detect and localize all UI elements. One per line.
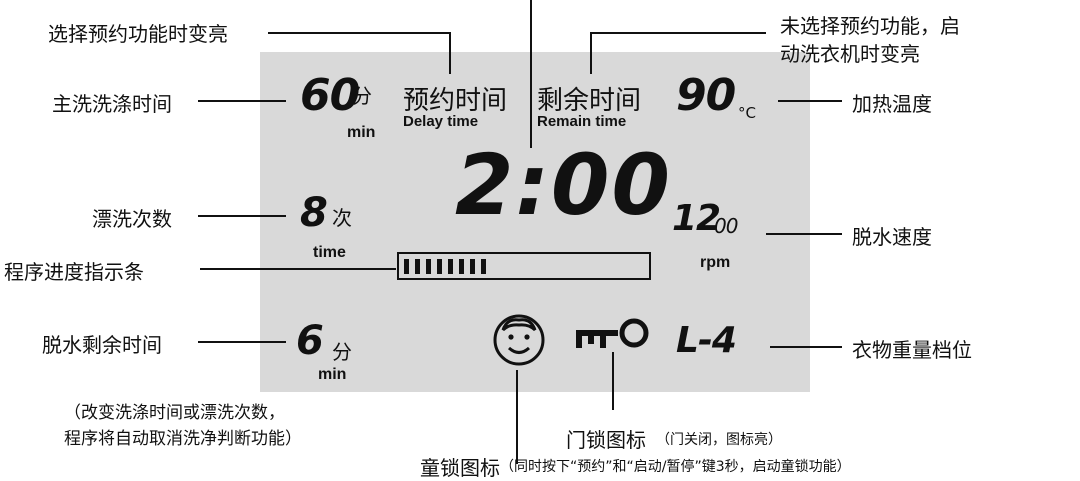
remain-time-label-cn: 剩余时间 [537, 86, 642, 116]
temperature-unit: °C [738, 104, 756, 122]
load-level-callout-line [770, 346, 842, 348]
spin-remain-callout: 脱水剩余时间 [42, 333, 162, 357]
door-lock-callout-note: （门关闭，图标亮） [656, 432, 782, 448]
remain-callout-line-v [590, 32, 592, 74]
clock-callout-line [530, 0, 532, 148]
wash-time-callout-line [198, 100, 286, 102]
delay-time-label-en: Delay time [403, 113, 479, 130]
progress-segment [404, 259, 409, 274]
remain-time-label-en: Remain time [537, 113, 627, 130]
spin-speed-value: 12 [672, 198, 721, 239]
door-lock-callout-line [612, 352, 614, 410]
progress-segment [448, 259, 453, 274]
remain-callout-line-h [590, 32, 766, 34]
child-lock-callout-title: 童锁图标 [420, 456, 500, 480]
rinse-count-unit-cn: 次 [332, 206, 352, 230]
spin-speed-small-digits: 00 [714, 214, 738, 238]
child-lock-callout-line [516, 370, 518, 464]
progress-segment [437, 259, 442, 274]
temperature-callout-line [778, 100, 842, 102]
wash-time-unit-en: min [347, 124, 376, 141]
wash-time-unit-cn: 分 [352, 84, 372, 108]
rinse-callout-line [198, 215, 286, 217]
progress-segment [415, 259, 420, 274]
progress-segment [470, 259, 475, 274]
child-lock-callout-note: （同时按下“预约”和“启动/暂停”键3秒，启动童锁功能） [500, 459, 851, 475]
rinse-count-callout: 漂洗次数 [92, 207, 172, 231]
spin-remain-unit-cn: 分 [332, 340, 352, 364]
load-level-callout: 衣物重量档位 [852, 338, 972, 362]
spin-remain-callout-line [198, 341, 286, 343]
main-clock-display: 2:00 [455, 136, 672, 234]
delay-light-callout: 选择预约功能时变亮 [48, 22, 228, 46]
spin-speed-unit: rpm [700, 254, 731, 271]
lcd-panel [260, 52, 810, 392]
door-lock-callout-title: 门锁图标 [566, 428, 646, 452]
delay-callout-line-v [449, 32, 451, 74]
remain-light-callout-line2: 动洗衣机时变亮 [780, 42, 920, 66]
progress-callout-line [200, 268, 396, 270]
main-wash-time-callout: 主洗洗涤时间 [52, 92, 172, 116]
program-progress-bar [397, 252, 651, 280]
door-lock-key-icon [576, 318, 649, 348]
note-line-2: 程序将自动取消洗净判断功能） [64, 429, 302, 449]
rinse-count-unit-en: time [313, 244, 346, 261]
progress-segment [426, 259, 431, 274]
heating-temp-callout: 加热温度 [852, 92, 932, 116]
wash-time-value: 60 [300, 70, 360, 121]
spin-remain-value: 6 [296, 318, 324, 364]
note-line-1: （改变洗涤时间或漂洗次数， [64, 403, 285, 423]
delay-time-label-cn: 预约时间 [403, 86, 508, 116]
spin-remain-unit-en: min [318, 366, 347, 383]
delay-callout-line-h [268, 32, 450, 34]
progress-bar-callout: 程序进度指示条 [4, 260, 144, 284]
spin-speed-callout: 脱水速度 [852, 225, 932, 249]
remain-light-callout-line1: 未选择预约功能，启 [780, 14, 960, 38]
progress-segment [481, 259, 486, 274]
spin-speed-callout-line [766, 233, 842, 235]
load-level-value: L-4 [676, 320, 737, 361]
rinse-count-value: 8 [300, 190, 328, 236]
temperature-value: 90 [676, 70, 736, 121]
progress-segment [459, 259, 464, 274]
child-lock-face-icon [493, 314, 545, 366]
